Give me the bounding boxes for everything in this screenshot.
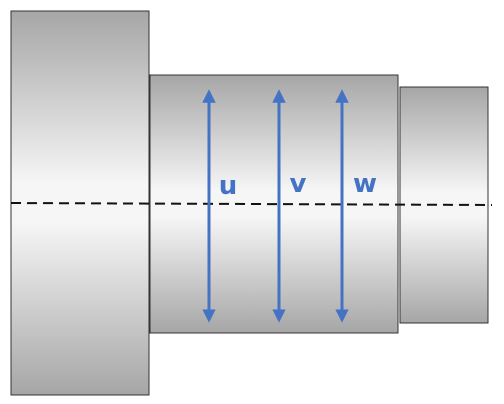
label-u: u [219, 171, 238, 201]
label-w: w [353, 169, 377, 199]
label-v: v [290, 169, 307, 199]
centerline [10, 202, 493, 206]
